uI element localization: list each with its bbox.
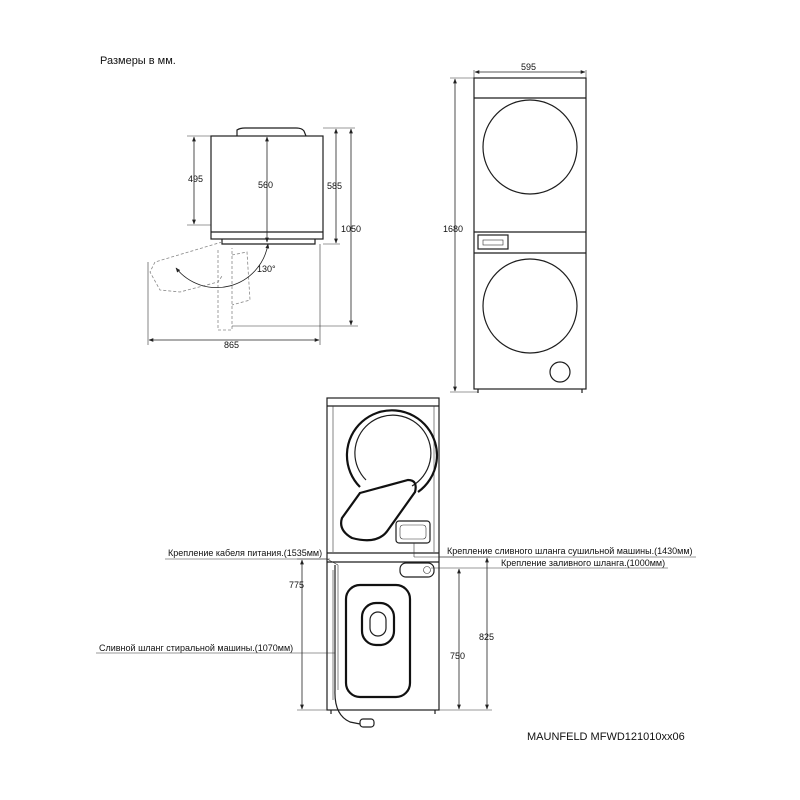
dryer-rear-condenser <box>340 478 417 542</box>
dim-585-label: 585 <box>327 181 342 191</box>
rear-view-body <box>326 397 440 711</box>
washer-door <box>482 258 578 354</box>
dim-1050-label: 1050 <box>341 224 361 234</box>
rear-view: Крепление кабеля питания.(1535мм) Крепле… <box>96 397 696 728</box>
dim-495-label: 495 <box>188 174 203 184</box>
model-name: MAUNFELD MFWD121010xx06 <box>527 731 685 743</box>
dim-595-label: 595 <box>521 62 536 72</box>
front-view: 595 1680 <box>443 62 587 393</box>
dim-775-label: 775 <box>289 580 304 590</box>
washer-drain-label: Сливной шланг стиральной машины.(1070мм) <box>99 643 293 653</box>
dim-130-label: 130° <box>257 264 276 274</box>
side-view-open-door <box>149 241 223 293</box>
power-cable-label: Крепление кабеля питания.(1535мм) <box>168 548 322 558</box>
inlet-hose-label: Крепление заливного шланга.(1000мм) <box>501 558 665 568</box>
inlet-valve <box>399 562 435 578</box>
washer-rear-panel <box>344 583 412 699</box>
dim-750-label: 750 <box>450 651 465 661</box>
front-view-body <box>473 77 587 390</box>
dim-825-label: 825 <box>479 632 494 642</box>
dryer-door <box>482 99 578 195</box>
door-rotation-arc <box>175 243 270 288</box>
detergent-drawer <box>477 234 509 250</box>
side-view-top-cap <box>236 127 307 137</box>
filter-hatch <box>549 361 571 383</box>
dryer-rear-connector <box>395 520 431 544</box>
dryer-rear-duct <box>345 409 439 493</box>
dryer-drain-label: Крепление сливного шланга сушильной маши… <box>447 546 693 556</box>
washer-drain-hose <box>334 565 361 725</box>
side-view: 130° 495 560 585 1050 865 <box>147 127 361 350</box>
units-note: Размеры в мм. <box>100 55 176 67</box>
dim-1680-label: 1680 <box>443 224 463 234</box>
dim-865-label: 865 <box>224 340 239 350</box>
dim-560-label: 560 <box>258 180 273 190</box>
side-view-door-support <box>217 248 251 331</box>
